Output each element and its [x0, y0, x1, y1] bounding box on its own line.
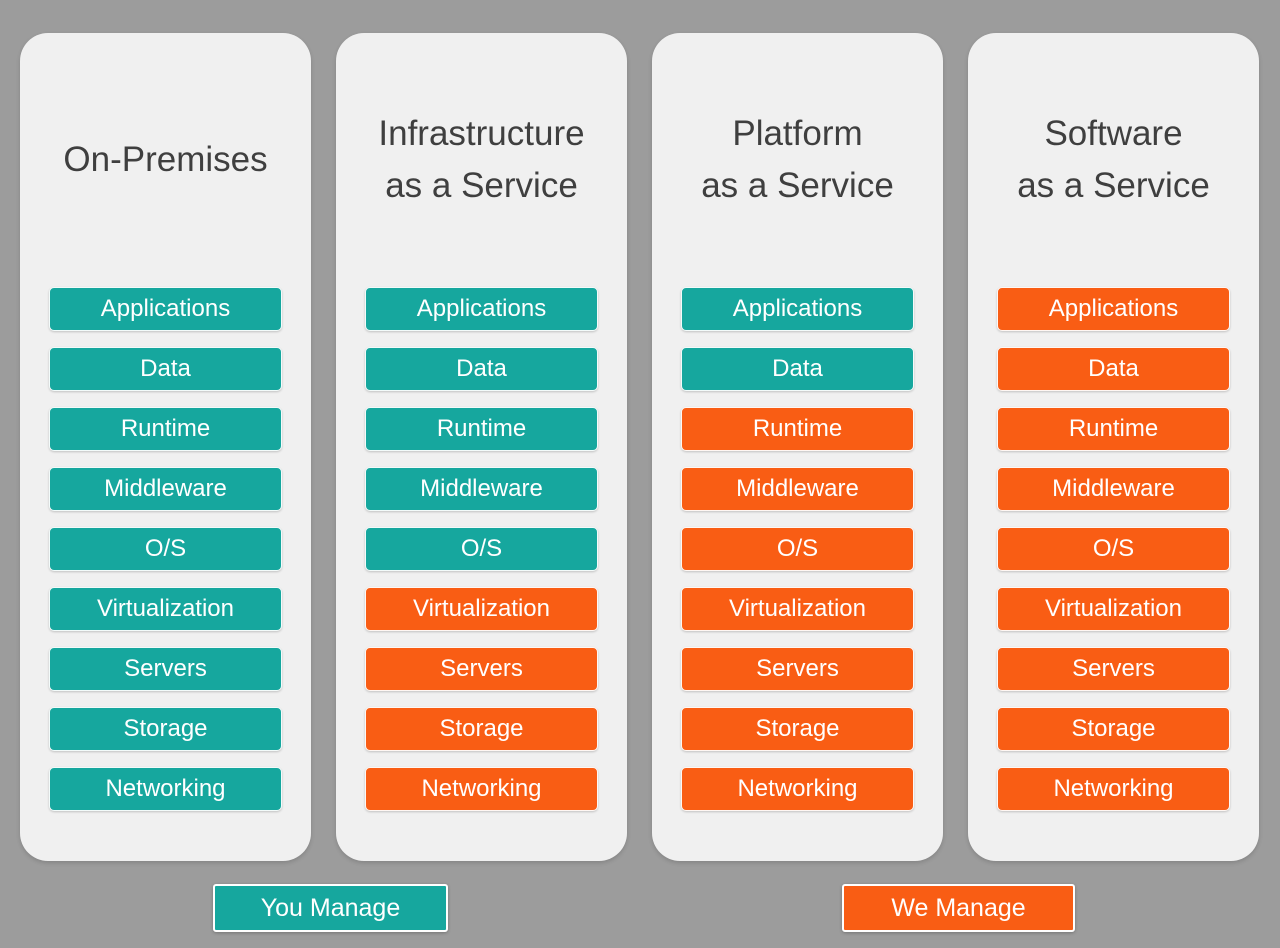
layer-chip-runtime: Runtime — [997, 407, 1230, 451]
layer-chip-middleware: Middleware — [49, 467, 282, 511]
layer-chip-applications: Applications — [49, 287, 282, 331]
layer-chip-middleware: Middleware — [365, 467, 598, 511]
layer-chip-networking: Networking — [997, 767, 1230, 811]
layer-chip-networking: Networking — [681, 767, 914, 811]
layer-chip-data: Data — [681, 347, 914, 391]
column-title-on-premises: On-Premises — [20, 33, 311, 287]
column-title-iaas: Infrastructure as a Service — [336, 33, 627, 287]
layer-chip-middleware: Middleware — [681, 467, 914, 511]
layer-chip-runtime: Runtime — [365, 407, 598, 451]
layer-chip-storage: Storage — [49, 707, 282, 751]
layer-chip-data: Data — [49, 347, 282, 391]
layer-chip-applications: Applications — [681, 287, 914, 331]
layer-chip-o-s: O/S — [49, 527, 282, 571]
layer-chip-o-s: O/S — [997, 527, 1230, 571]
column-title-line: Software — [1044, 114, 1183, 153]
column-title-line: as a Service — [1017, 166, 1210, 205]
column-title-saas: Software as a Service — [968, 33, 1259, 287]
column-title-line: Platform — [732, 114, 863, 153]
column-title-paas: Platform as a Service — [652, 33, 943, 287]
column-title-line: as a Service — [701, 166, 894, 205]
layer-chip-o-s: O/S — [681, 527, 914, 571]
layer-chip-servers: Servers — [49, 647, 282, 691]
layer-chip-applications: Applications — [365, 287, 598, 331]
layer-chip-applications: Applications — [997, 287, 1230, 331]
we-manage-badge: We Manage — [842, 884, 1075, 932]
layer-chip-middleware: Middleware — [997, 467, 1230, 511]
column-title-line: Infrastructure — [378, 114, 585, 153]
layer-chip-runtime: Runtime — [49, 407, 282, 451]
layer-chip-data: Data — [997, 347, 1230, 391]
column-title-line: as a Service — [385, 166, 578, 205]
column-title-line: On-Premises — [63, 140, 268, 179]
legend: You Manage We Manage — [0, 884, 1280, 932]
layer-chip-runtime: Runtime — [681, 407, 914, 451]
layer-chip-networking: Networking — [365, 767, 598, 811]
layer-chip-data: Data — [365, 347, 598, 391]
layer-chip-servers: Servers — [681, 647, 914, 691]
layer-chip-o-s: O/S — [365, 527, 598, 571]
layer-chip-virtualization: Virtualization — [681, 587, 914, 631]
layer-chip-storage: Storage — [997, 707, 1230, 751]
layer-chip-virtualization: Virtualization — [365, 587, 598, 631]
layer-chip-virtualization: Virtualization — [49, 587, 282, 631]
layer-chip-storage: Storage — [681, 707, 914, 751]
layer-chip-storage: Storage — [365, 707, 598, 751]
layer-chip-servers: Servers — [997, 647, 1230, 691]
layer-chip-virtualization: Virtualization — [997, 587, 1230, 631]
layer-chip-networking: Networking — [49, 767, 282, 811]
layer-chip-servers: Servers — [365, 647, 598, 691]
you-manage-badge: You Manage — [213, 884, 448, 932]
